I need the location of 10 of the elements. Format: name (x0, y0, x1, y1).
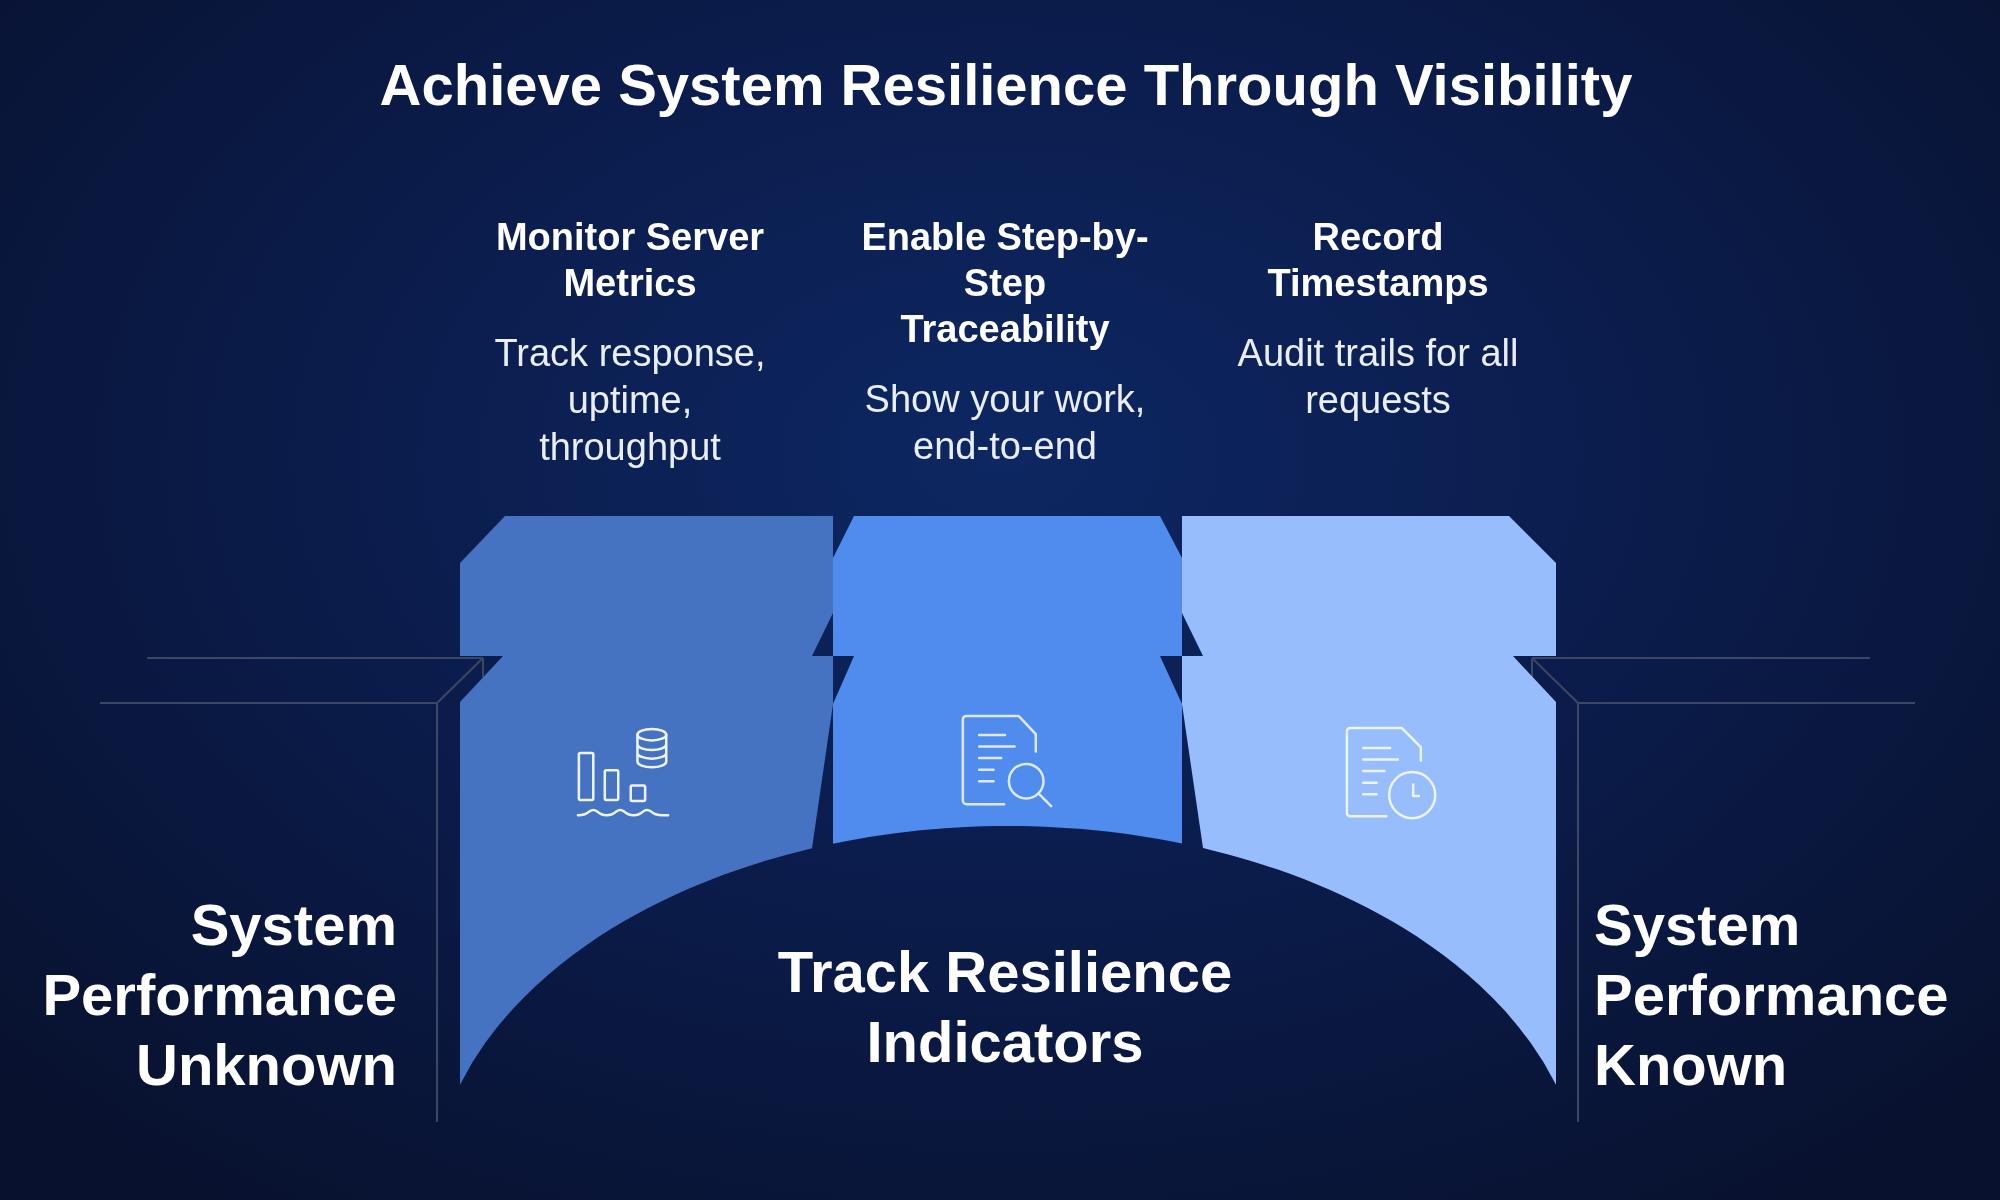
block-description: Audit trails for all requests (1236, 331, 1520, 423)
block-heading: Record Timestamps (1266, 215, 1490, 306)
block-description: Show your work, end-to-end (863, 377, 1147, 469)
block-heading: Enable Step-by-Step Traceability (860, 215, 1150, 352)
block-heading: Monitor Server Metrics (494, 215, 766, 306)
cliff-label: System Performance Known (1594, 891, 1950, 1099)
title: Achieve System Resilience Through Visibility (379, 51, 1633, 119)
block-description: Track response, uptime, throughput (493, 331, 767, 470)
arch-label: Track Resilience Indicators (776, 938, 1234, 1076)
cliff-label: System Performance Unknown (41, 891, 397, 1099)
